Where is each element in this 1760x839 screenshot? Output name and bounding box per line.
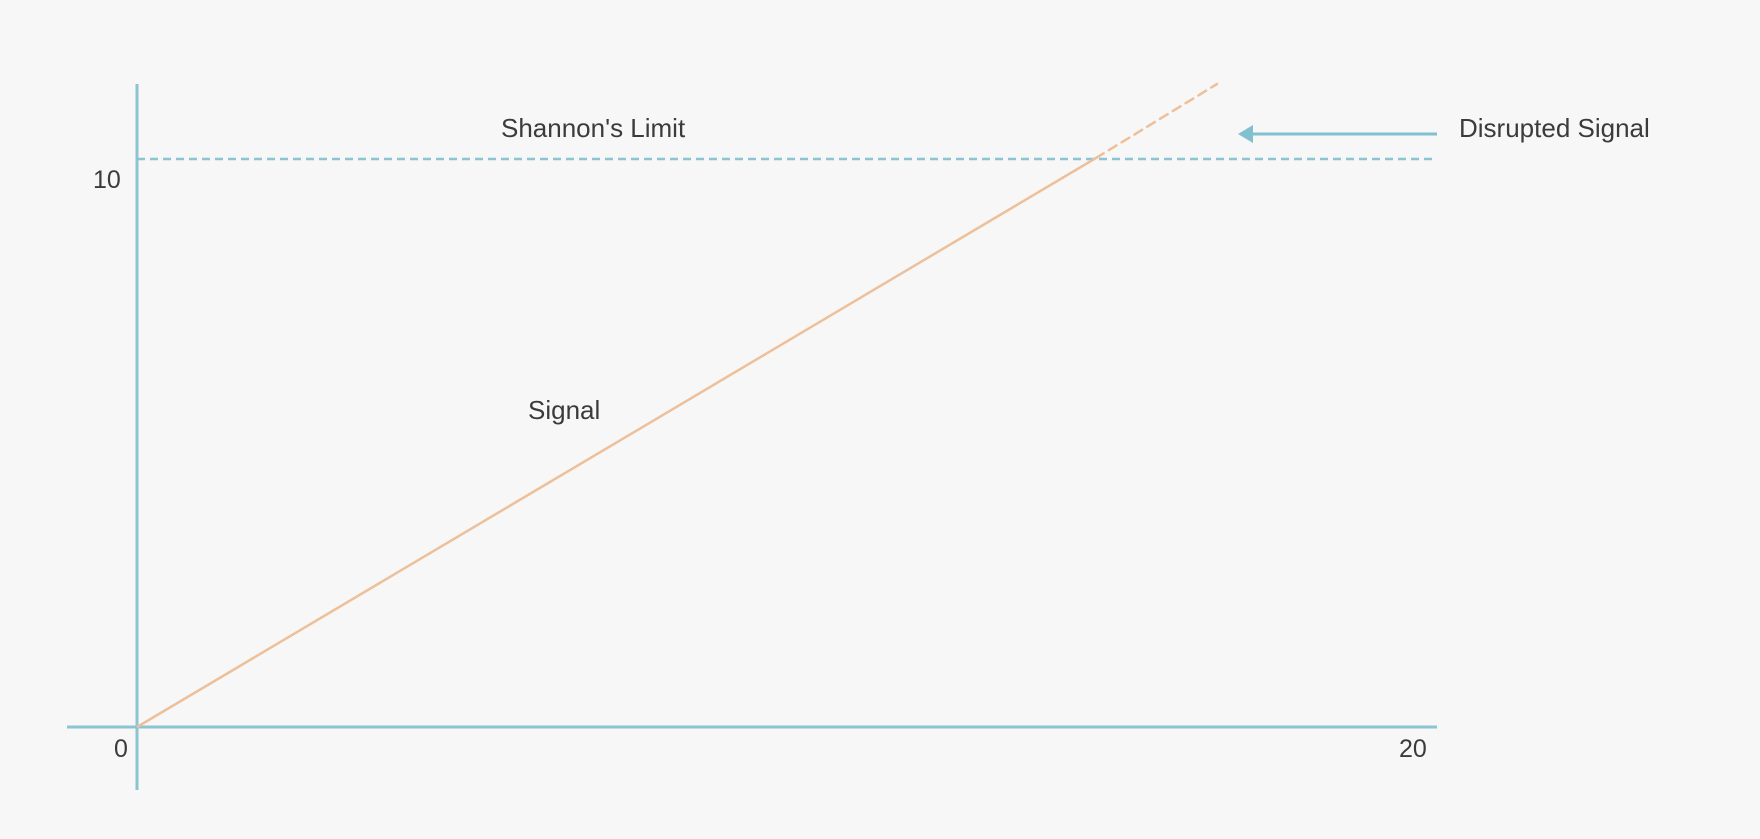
x-tick-20: 20 [1399, 735, 1427, 763]
shannon-limit-label: Shannon's Limit [501, 113, 686, 143]
disrupted-signal-line [1094, 82, 1219, 160]
y-tick-10: 10 [93, 166, 121, 194]
signal-line [136, 156, 1097, 729]
origin-tick-0: 0 [114, 735, 128, 763]
signal-label: Signal [528, 395, 601, 425]
disrupted-signal-label: Disrupted Signal [1459, 113, 1650, 143]
arrow-icon [1238, 125, 1437, 143]
